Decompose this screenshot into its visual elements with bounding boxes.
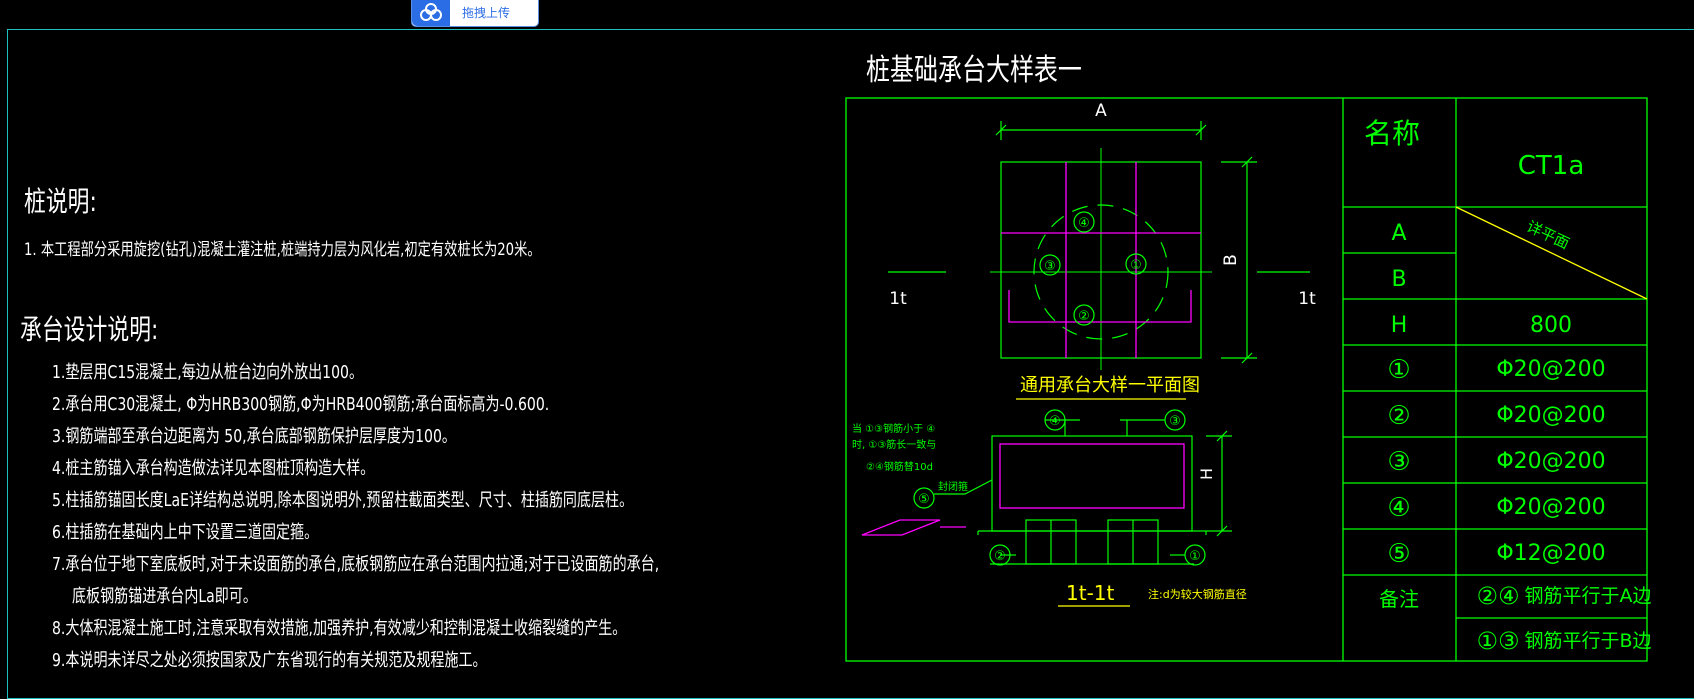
row-label-b: B [1391,267,1406,292]
table-title: 桩基础承台大样表一 [866,53,1082,87]
plan-marker-1: ① [1130,258,1142,273]
cap-note-line: 8.大体积混凝土施工时,注意采取有效措施,加强养护,有效减少和控制混凝土收缩裂缝… [52,618,627,639]
pile-note-line: 1. 本工程部分采用旋挖(钻孔)混凝土灌注桩,桩端持力层为风化岩,初定有效桩长为… [24,240,541,260]
cap-notes-title: 承台设计说明: [20,313,159,346]
cap-note-line: 2.承台用C30混凝土, Φ为HRB300钢筋,Φ为HRB400钢筋;承台面标高… [52,394,550,415]
plan-section-left: 1t [889,289,907,309]
section-annotation-3: ②④钢筋替10d [866,460,933,473]
row-value-5: Φ12@200 [1496,541,1605,566]
remark1-marks: ②④ [1476,582,1519,610]
pile-notes-title: 桩说明: [24,185,97,218]
cap-note-line: 底板钢筋锚进承台内La即可。 [72,586,257,607]
row-label-1: ① [1387,355,1410,385]
plan-marker-2: ② [1078,309,1090,324]
plan-section-right: 1t [1298,289,1316,309]
row-label-2: ② [1387,401,1410,431]
plan-dim-a: A [1095,101,1107,121]
plan-view: ④ ③ ① ② A B 1t 1t 通用承台大样一平面图 [888,101,1316,400]
table-grid [845,97,1648,662]
cloud-icon [412,0,450,26]
row-value-4: Φ20@200 [1496,495,1605,520]
section-marker-2: ② [994,549,1006,564]
name-label: 名称 [1364,117,1420,150]
section-view: ④ ③ ⑤ ② ① H 当 ①③钢筋小于 ④ 时, ①③筋长一致与 ②④钢筋替1… [852,409,1247,607]
plan-dim-b: B [1221,254,1241,266]
section-marker-3: ③ [1169,414,1181,429]
row-label-4: ④ [1387,493,1410,523]
cap-note-line: 1.垫层用C15混凝土,每边从桩台边向外放出100。 [52,362,364,383]
remark2-marks: ①③ [1476,627,1519,655]
drag-upload-button[interactable]: 拖拽上传 [411,0,539,27]
row-value-2: Φ20@200 [1496,403,1605,428]
cap-note-line: 3.钢筋端部至承台边距离为 50,承台底部钢筋保护层厚度为100。 [52,426,456,447]
pile-circle [1033,204,1169,340]
section-marker-5: ⑤ [918,492,930,507]
section-title: 1t-1t [1066,581,1115,605]
section-marker-4: ④ [1049,414,1061,429]
name-value: CT1a [1518,151,1585,181]
section-annotation-2: 时, ①③筋长一致与 [852,438,936,451]
cap-note-line: 7.承台位于地下室底板时,对于未设面筋的承台,底板钢筋应在承台范围内拉通;对于已… [52,554,660,575]
row-value-1: Φ20@200 [1496,357,1605,382]
row-value-h: 800 [1530,313,1572,338]
section-note: 注:d为较大钢筋直径 [1148,587,1247,601]
row-label-h: H [1391,313,1408,338]
cap-note-line: 9.本说明未详尽之处必须按国家及广东省现行的有关规范及规程施工。 [52,650,487,671]
row-label-3: ③ [1387,447,1410,477]
row-value-3: Φ20@200 [1496,449,1605,474]
cap-note-line: 5.柱插筋锚固长度LaE详结构总说明,除本图说明外,预留柱截面类型、尺寸、柱插筋… [52,490,634,511]
remark-label: 备注 [1379,587,1419,611]
plan-marker-3: ③ [1044,259,1056,274]
cap-note-line: 6.柱插筋在基础内上中下设置三道固定箍。 [52,522,319,543]
remark1-text: 钢筋平行于A边 [1525,585,1652,607]
plan-marker-4: ④ [1078,216,1090,231]
section-dim-h: H [1197,468,1216,480]
diagonal-line [1455,206,1648,300]
row-label-a: A [1391,221,1406,246]
diag-label: 详平面 [1524,217,1572,252]
section-marker-1: ① [1189,549,1201,564]
plan-caption: 通用承台大样一平面图 [1020,375,1200,396]
section-annotation-4: 封闭箍 [938,480,968,493]
remark2-text: 钢筋平行于B边 [1524,630,1651,652]
upload-label: 拖拽上传 [462,6,511,20]
row-label-5: ⑤ [1387,539,1410,569]
section-annotation-1: 当 ①③钢筋小于 ④ [852,422,935,435]
cap-note-line: 4.桩主筋锚入承台构造做法详见本图桩顶构造大样。 [52,458,375,479]
